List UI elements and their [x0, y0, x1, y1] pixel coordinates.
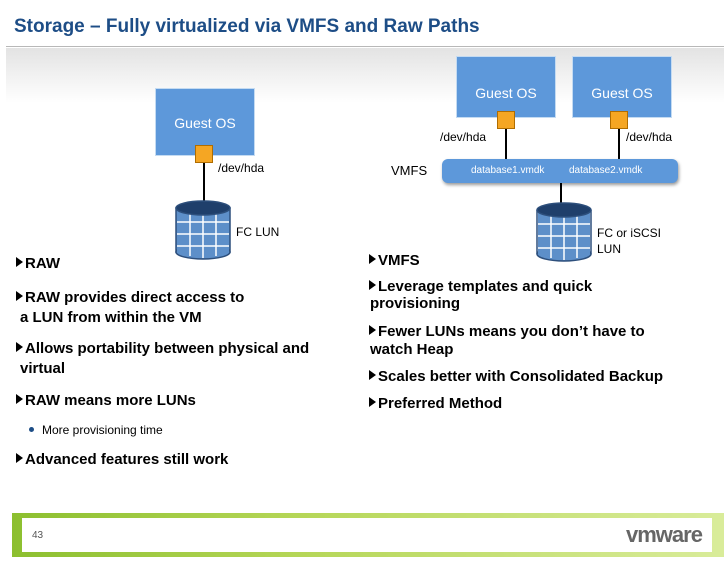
- raw-sub-bullet: More provisioning time: [29, 421, 163, 439]
- raw-connector-line: [203, 163, 205, 205]
- title-divider: [6, 46, 724, 47]
- bullet-arrow-icon: [16, 453, 23, 463]
- vmfs-bullet-2: Leverage templates and quick: [369, 278, 592, 296]
- vmfs-label: VMFS: [391, 163, 428, 178]
- vmfs-bullet-2-cont: provisioning: [370, 295, 460, 312]
- vmfs-bullet-3-cont: watch Heap: [370, 341, 454, 358]
- vmfs-connector-1: [505, 129, 507, 159]
- bullet-dot-icon: [29, 427, 34, 432]
- vmfs-lun-connector: [560, 183, 562, 207]
- page-number: 43: [32, 530, 44, 541]
- vmware-logo: vmware: [626, 522, 703, 547]
- vmfs-dev-label-2: /dev/hda: [626, 130, 673, 144]
- footer-panel: [22, 518, 712, 552]
- raw-bullet-5: Advanced features still work: [16, 451, 228, 469]
- bullet-arrow-icon: [369, 325, 376, 335]
- bullet-arrow-icon: [369, 280, 376, 290]
- vmfs-volume-bar: [442, 159, 678, 183]
- vmfs-guest-os-box-1: Guest OS: [456, 56, 556, 118]
- raw-port-icon: [195, 145, 213, 163]
- vmfs-bullet-3: Fewer LUNs means you don’t have to: [369, 323, 645, 341]
- bullet-arrow-icon: [16, 291, 23, 301]
- raw-bullet-3-cont: virtual: [20, 360, 66, 377]
- raw-guest-os-label: Guest OS: [174, 115, 236, 131]
- bullet-arrow-icon: [16, 342, 23, 352]
- vmdk-file-1: database1.vmdk: [471, 165, 545, 176]
- raw-lun-label: FC LUN: [236, 225, 280, 239]
- raw-dev-label: /dev/hda: [218, 161, 265, 175]
- vmfs-guest-os-box-2: Guest OS: [572, 56, 672, 118]
- vmfs-connector-2: [618, 129, 620, 159]
- vmfs-bullet-4: Scales better with Consolidated Backup: [369, 368, 663, 386]
- raw-bullet-2: RAW provides direct access to: [16, 289, 244, 307]
- bullet-arrow-icon: [16, 257, 23, 267]
- raw-bullet-4: RAW means more LUNs: [16, 392, 196, 410]
- bullet-arrow-icon: [369, 397, 376, 407]
- vmfs-dev-label-1: /dev/hda: [440, 130, 487, 144]
- raw-bullet-2-cont: a LUN from within the VM: [20, 309, 202, 326]
- raw-lun-disk-icon: [175, 200, 231, 260]
- vmdk-file-2: database2.vmdk: [569, 165, 643, 176]
- raw-bullet-3: Allows portability between physical and: [16, 340, 309, 358]
- vmfs-port-icon-1: [497, 111, 515, 129]
- bullet-arrow-icon: [369, 254, 376, 264]
- vmfs-lun-disk-icon: [536, 202, 592, 262]
- slide-title: Storage – Fully virtualized via VMFS and…: [14, 16, 480, 37]
- raw-guest-os-box: Guest OS: [155, 88, 255, 156]
- bullet-arrow-icon: [369, 370, 376, 380]
- vmfs-bullet-5: Preferred Method: [369, 395, 502, 413]
- vmfs-guest-os-label-1: Guest OS: [475, 85, 537, 101]
- vmfs-guest-os-label-2: Guest OS: [591, 85, 653, 101]
- raw-bullet-1: RAW: [16, 255, 60, 273]
- vmfs-port-icon-2: [610, 111, 628, 129]
- vmfs-bullet-1: VMFS: [369, 252, 420, 270]
- bullet-arrow-icon: [16, 394, 23, 404]
- vmfs-lun-label: FC or iSCSI LUN: [597, 226, 662, 256]
